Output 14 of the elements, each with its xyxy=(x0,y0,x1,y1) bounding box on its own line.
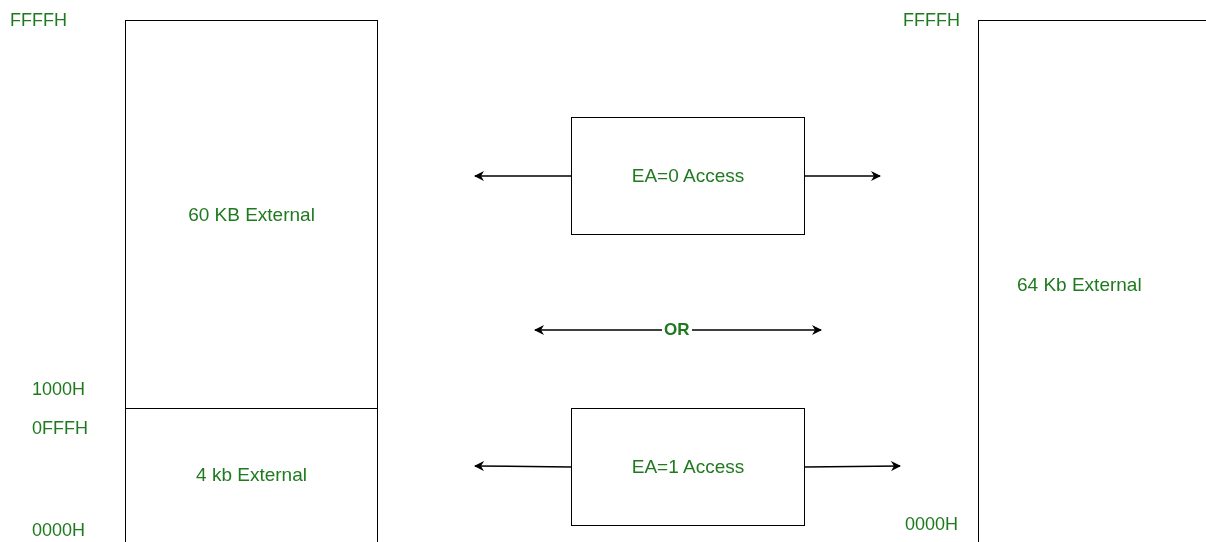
block-label: EA=0 Access xyxy=(631,165,745,187)
process-box xyxy=(571,117,805,235)
memory-block xyxy=(978,20,1206,542)
block-label: 64 Kb External xyxy=(1017,274,1142,296)
memory-block xyxy=(125,408,378,542)
block-label: 4 kb External xyxy=(196,464,307,486)
arrow xyxy=(474,461,572,472)
arrow xyxy=(804,461,901,472)
block-label: EA=1 Access xyxy=(631,456,745,478)
block-label: 60 KB External xyxy=(188,203,315,226)
arrow xyxy=(474,171,572,181)
process-box xyxy=(571,408,805,526)
arrow xyxy=(804,171,881,181)
memory-block xyxy=(125,20,378,409)
